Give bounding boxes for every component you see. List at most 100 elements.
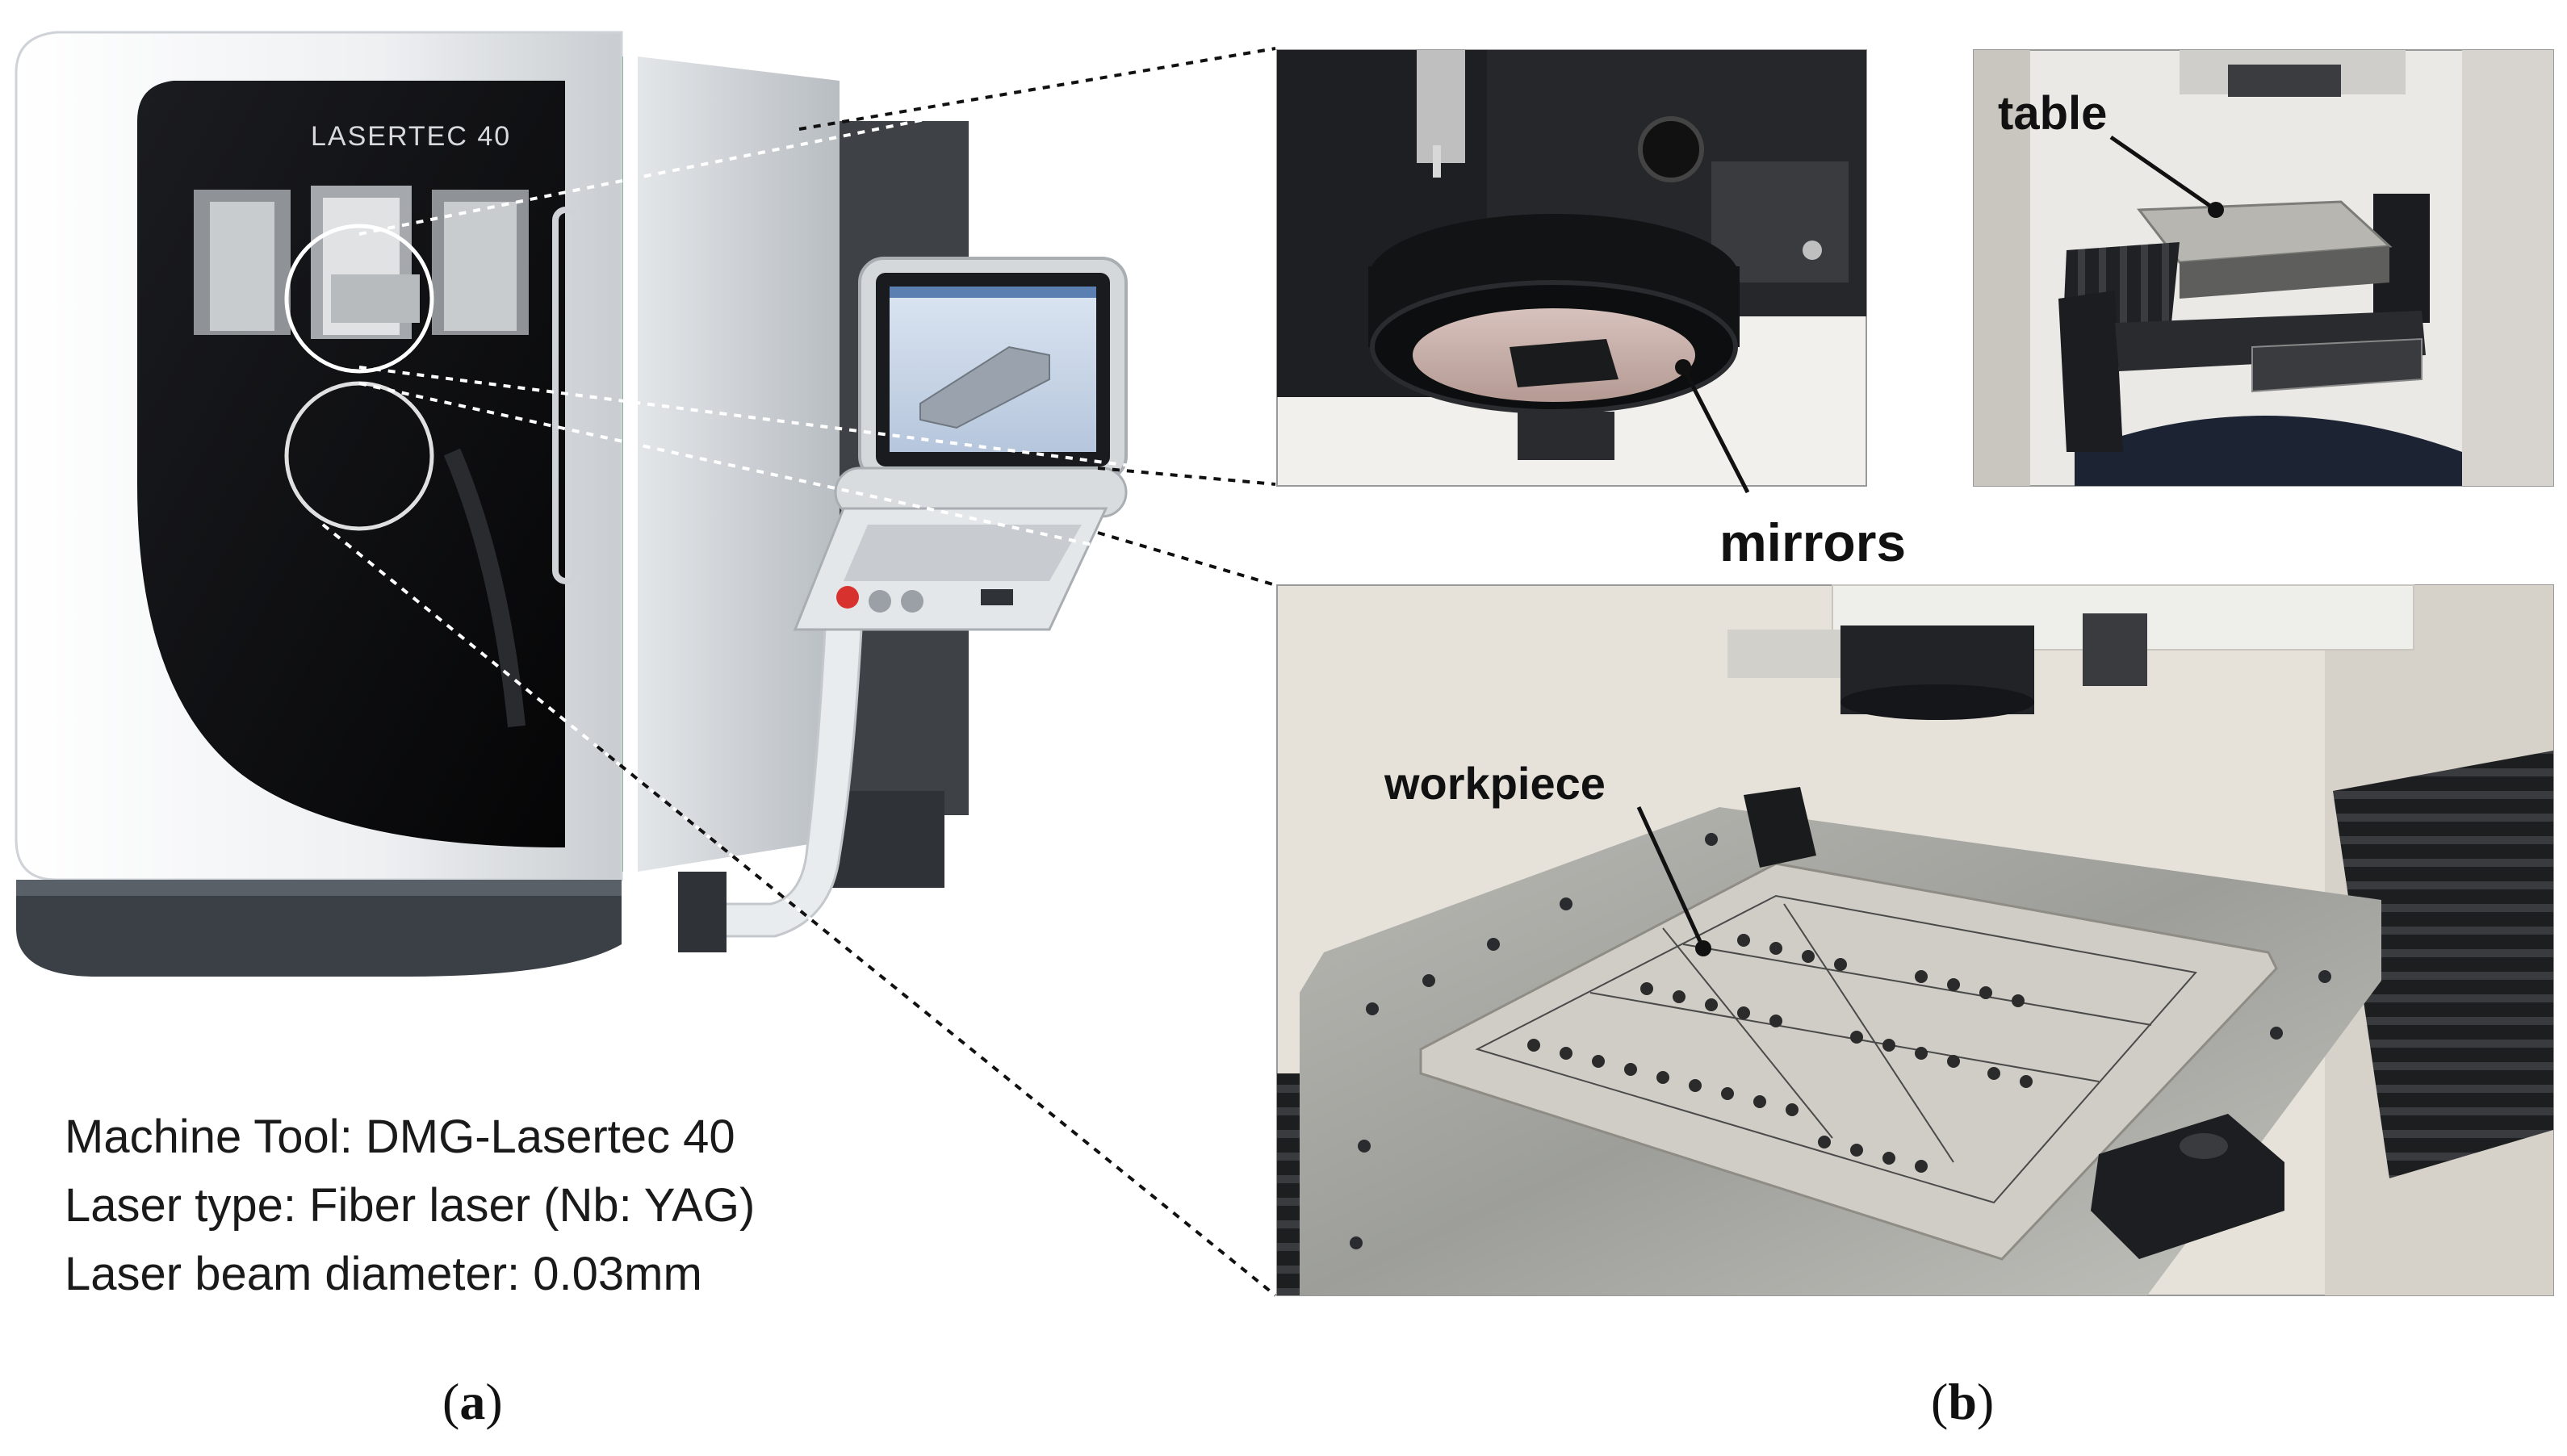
machine-brand-text: LASERTEC 40: [311, 121, 511, 152]
clamp-bottom: [2091, 1114, 2284, 1259]
hole: [1818, 1136, 1831, 1148]
hole: [1947, 978, 1960, 991]
keyboard-keys-area: [844, 525, 1082, 581]
hole: [1915, 1160, 1928, 1173]
laser-head-arm: [1727, 630, 1840, 678]
hole: [1915, 970, 1928, 983]
pattern-column-line: [1662, 927, 1833, 1139]
label-mirrors: mirrors: [1719, 513, 1906, 572]
table-floor: [2075, 416, 2462, 486]
photo-table-left-wall: [1974, 50, 2030, 486]
leader-lines: [321, 47, 1277, 1297]
machine-back-foot: [831, 791, 944, 888]
laser-machine-illustration: LASERTEC 40: [15, 31, 969, 977]
console-knob-1: [869, 590, 891, 613]
control-arm-mount: [678, 872, 727, 952]
caption-panel-a-letter: a: [459, 1373, 486, 1430]
workpiece-holes: [1527, 934, 2033, 1173]
hole: [1987, 1067, 2000, 1080]
hole: [1882, 1152, 1895, 1165]
table-spindle-head: [2228, 65, 2341, 97]
hole: [1753, 1095, 1766, 1108]
table-pointer-dot: [2208, 202, 2224, 218]
hole: [1947, 1055, 1960, 1068]
hole: [1560, 1047, 1572, 1060]
leader-line-workpiece-top: [358, 382, 1276, 587]
leader-line-mirrors-bottom-outer: [1097, 467, 1276, 486]
hole: [1624, 1063, 1637, 1076]
hole: [1786, 1103, 1799, 1116]
mirror-nozzle: [1433, 145, 1441, 178]
workpiece-bellows-right: [2333, 751, 2553, 1178]
caption-panel-b-letter: b: [1948, 1373, 1977, 1430]
hole: [1915, 1047, 1928, 1060]
bolt-hole: [1487, 938, 1500, 951]
mirror-bracket: [1417, 50, 1465, 163]
hole: [1592, 1055, 1605, 1068]
caption-panel-a: (a): [442, 1373, 503, 1430]
hole: [1979, 986, 1992, 999]
hole: [1689, 1079, 1702, 1092]
highlight-circle-mirrors: [284, 224, 434, 374]
hole: [1850, 1144, 1863, 1157]
mirrors-pointer-line: [1681, 366, 1750, 494]
leader-line-top-outer: [798, 47, 1276, 131]
mirror-lens-clamp: [1510, 339, 1619, 387]
control-panel-illustration: [678, 257, 1128, 952]
hole: [1656, 1071, 1669, 1084]
hole: [1850, 1031, 1863, 1044]
pattern-outline: [1475, 894, 2197, 1204]
bolt-hole: [1366, 1002, 1379, 1015]
mirror-housing-right-block: [1711, 161, 1849, 282]
monitor-screen-toolbar: [890, 287, 1096, 298]
caption-panel-b: (b): [1931, 1373, 1995, 1430]
hole: [1527, 1039, 1540, 1052]
workpiece-pointer-dot: [1695, 940, 1711, 956]
window-reflection: [443, 448, 526, 728]
bolt-hole: [1705, 833, 1718, 846]
label-table: table: [1998, 87, 2107, 140]
workpiece-pointer-line: [1636, 805, 1706, 950]
hole: [1802, 950, 1815, 963]
cabin-spindle-block: [331, 274, 420, 323]
leader-line-workpiece-bottom-outer: [596, 745, 1277, 1297]
console-handwheel: [981, 589, 1013, 605]
hole: [1640, 982, 1653, 995]
leader-line-top: [358, 47, 1276, 236]
bolt-hole: [1358, 1140, 1371, 1153]
leader-line-workpiece-top-outer: [1097, 531, 1276, 587]
table-side: [2180, 246, 2389, 299]
bolt-hole: [2318, 970, 2331, 983]
hole: [2020, 1075, 2033, 1088]
photo-table-right-wall: [2462, 50, 2553, 486]
machine-base: [16, 880, 622, 977]
hole: [1721, 1087, 1734, 1100]
laser-head-lens: [1840, 684, 2034, 720]
bolt-hole: [1560, 897, 1572, 910]
mirror-screw: [1803, 241, 1822, 260]
hole: [1769, 942, 1782, 955]
control-arm: [701, 579, 865, 938]
pattern-column-line: [1783, 903, 1954, 1163]
hole: [1882, 1039, 1895, 1052]
leader-line-workpiece-bottom: [321, 523, 1277, 1297]
spec-laser-type: Laser type: Fiber laser (Nb: YAG): [65, 1179, 756, 1232]
hole: [1737, 1006, 1750, 1019]
pattern-row-line: [1682, 943, 2152, 1026]
table-column-left: [2058, 291, 2123, 452]
cabin-panel-1-inner: [210, 202, 274, 331]
spec-machine-tool: Machine Tool: DMG-Lasertec 40: [65, 1111, 735, 1163]
machine-base-edge: [16, 880, 622, 896]
hole: [1834, 958, 1847, 971]
pattern-row-line: [1589, 992, 2100, 1082]
emergency-stop-button: [836, 586, 859, 609]
hole: [1769, 1015, 1782, 1027]
laser-head-sensor: [2083, 613, 2147, 686]
mirrors-pointer-dot: [1675, 359, 1691, 375]
label-workpiece: workpiece: [1384, 758, 1606, 809]
spec-beam-diameter: Laser beam diameter: 0.03mm: [65, 1248, 702, 1300]
workpiece-hole-pattern: [1475, 894, 2197, 1204]
bolt-hole: [1422, 974, 1435, 987]
clamp-bottom-bolt: [2180, 1133, 2228, 1159]
